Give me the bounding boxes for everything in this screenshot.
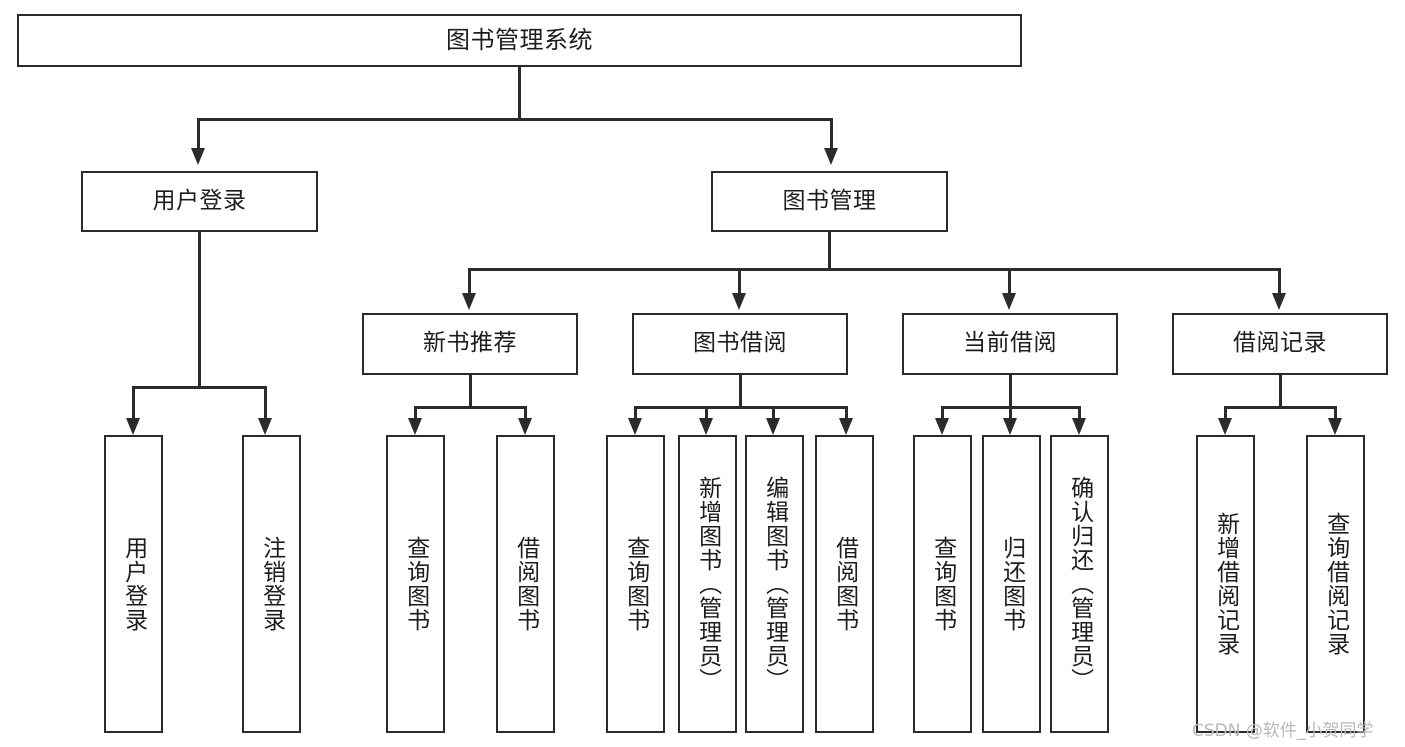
leaf-query-borrow-record[interactable]: 查询借阅记录 [1306,435,1365,733]
arrow-leaf-user-login [126,418,140,435]
leaf-confirm-return-admin[interactable]: 确认归还（管理员） [1050,435,1109,733]
node-label: 借阅图书 [831,536,858,632]
leaf-borrow-book-recommend[interactable]: 借阅图书 [496,435,555,733]
arrow-leaf-query-book-3 [935,418,949,435]
node-user-login[interactable]: 用户登录 [81,171,318,232]
connector-user-login-stem [198,232,201,386]
arrow-leaf-query-book-2 [628,418,642,435]
arrow-to-book-borrow [732,293,746,310]
node-label: 查询图书 [402,536,429,632]
node-label: 当前借阅 [963,330,1057,357]
connector-to-user-login [197,118,200,148]
connector-borrow-record-drop-1 [1224,406,1227,418]
leaf-query-book-current[interactable]: 查询图书 [913,435,972,733]
arrow-to-current-borrow [1002,293,1016,310]
connector-book-mgmt-stem [828,232,831,268]
connector-borrow-record-bus [1224,406,1337,409]
connector-borrow-record-stem [1279,375,1282,406]
csdn-watermark: CSDN @软件_小贺同学 [1192,721,1374,741]
node-label: 用户登录 [120,536,147,632]
connector-book-borrow-drop-1 [634,406,637,418]
connector-user-login-drop-1 [132,386,135,418]
node-label: 查询图书 [622,536,649,632]
node-label: 借阅记录 [1233,330,1327,357]
node-borrow-record[interactable]: 借阅记录 [1172,313,1388,375]
connector-book-mgmt-drop-3 [1008,268,1011,293]
arrow-leaf-borrow-book-1 [518,418,532,435]
node-book-borrow[interactable]: 图书借阅 [632,313,848,375]
arrow-leaf-return-book [1003,418,1017,435]
connector-to-book-mgmt [830,118,833,148]
node-label: 借阅图书 [512,536,539,632]
arrow-leaf-borrow-book-2 [839,418,853,435]
leaf-logout[interactable]: 注销登录 [242,435,301,733]
leaf-return-book[interactable]: 归还图书 [982,435,1041,733]
arrow-to-user-login [191,148,205,165]
arrow-leaf-confirm-return [1072,418,1086,435]
leaf-borrow-book[interactable]: 借阅图书 [815,435,874,733]
arrow-leaf-add-book [699,418,713,435]
leaf-user-login[interactable]: 用户登录 [104,435,163,733]
node-label: 注销登录 [258,536,285,632]
node-current-borrow[interactable]: 当前借阅 [902,313,1118,375]
connector-root-stem [518,67,521,118]
node-root-system[interactable]: 图书管理系统 [17,14,1022,67]
arrow-leaf-query-record [1328,418,1342,435]
connector-current-borrow-drop-1 [941,406,944,418]
connector-current-borrow-drop-3 [1078,406,1081,418]
connector-book-borrow-bus [634,406,848,409]
leaf-query-book-borrow[interactable]: 查询图书 [606,435,665,733]
arrow-leaf-logout [258,418,272,435]
leaf-query-book-recommend[interactable]: 查询图书 [386,435,445,733]
node-label: 图书管理 [782,187,877,214]
connector-current-borrow-drop-2 [1009,406,1012,418]
connector-new-book-bus [414,406,527,409]
arrow-leaf-query-book-1 [408,418,422,435]
connector-book-mgmt-bus [468,268,1280,271]
connector-current-borrow-stem [1009,375,1012,406]
connector-book-borrow-drop-4 [845,406,848,418]
node-label: 查询图书 [929,536,956,632]
connector-book-borrow-drop-3 [772,406,775,418]
connector-borrow-record-drop-2 [1334,406,1337,418]
connector-book-borrow-stem [739,375,742,406]
arrow-to-borrow-record [1272,293,1286,310]
node-book-management[interactable]: 图书管理 [711,171,948,232]
connector-new-book-stem [469,375,472,406]
connector-new-book-drop-1 [414,406,417,418]
arrow-to-book-mgmt [824,148,838,165]
node-label: 新书推荐 [423,330,517,357]
connector-root-bus [197,118,833,121]
leaf-edit-book-admin[interactable]: 编辑图书（管理员） [745,435,804,733]
connector-user-login-drop-2 [264,386,267,418]
node-label: 新增借阅记录 [1212,512,1239,656]
connector-book-mgmt-drop-4 [1278,268,1281,293]
connector-book-borrow-drop-2 [705,406,708,418]
node-label: 编辑图书（管理员） [761,476,788,692]
node-label: 确认归还（管理员） [1066,476,1093,692]
connector-user-login-bus [132,386,267,389]
node-label: 图书借阅 [693,330,787,357]
leaf-add-borrow-record[interactable]: 新增借阅记录 [1196,435,1255,733]
node-label: 归还图书 [998,536,1025,632]
connector-new-book-drop-2 [524,406,527,418]
node-label: 用户登录 [152,187,247,214]
connector-book-mgmt-drop-1 [468,268,471,293]
node-label: 图书管理系统 [446,26,593,55]
arrow-leaf-add-record [1218,418,1232,435]
node-label: 新增图书（管理员） [694,476,721,692]
connector-book-mgmt-drop-2 [738,268,741,293]
node-new-book-recommend[interactable]: 新书推荐 [362,313,578,375]
arrow-to-new-book [462,293,476,310]
node-label: 查询借阅记录 [1322,512,1349,656]
leaf-add-book-admin[interactable]: 新增图书（管理员） [678,435,737,733]
arrow-leaf-edit-book [766,418,780,435]
